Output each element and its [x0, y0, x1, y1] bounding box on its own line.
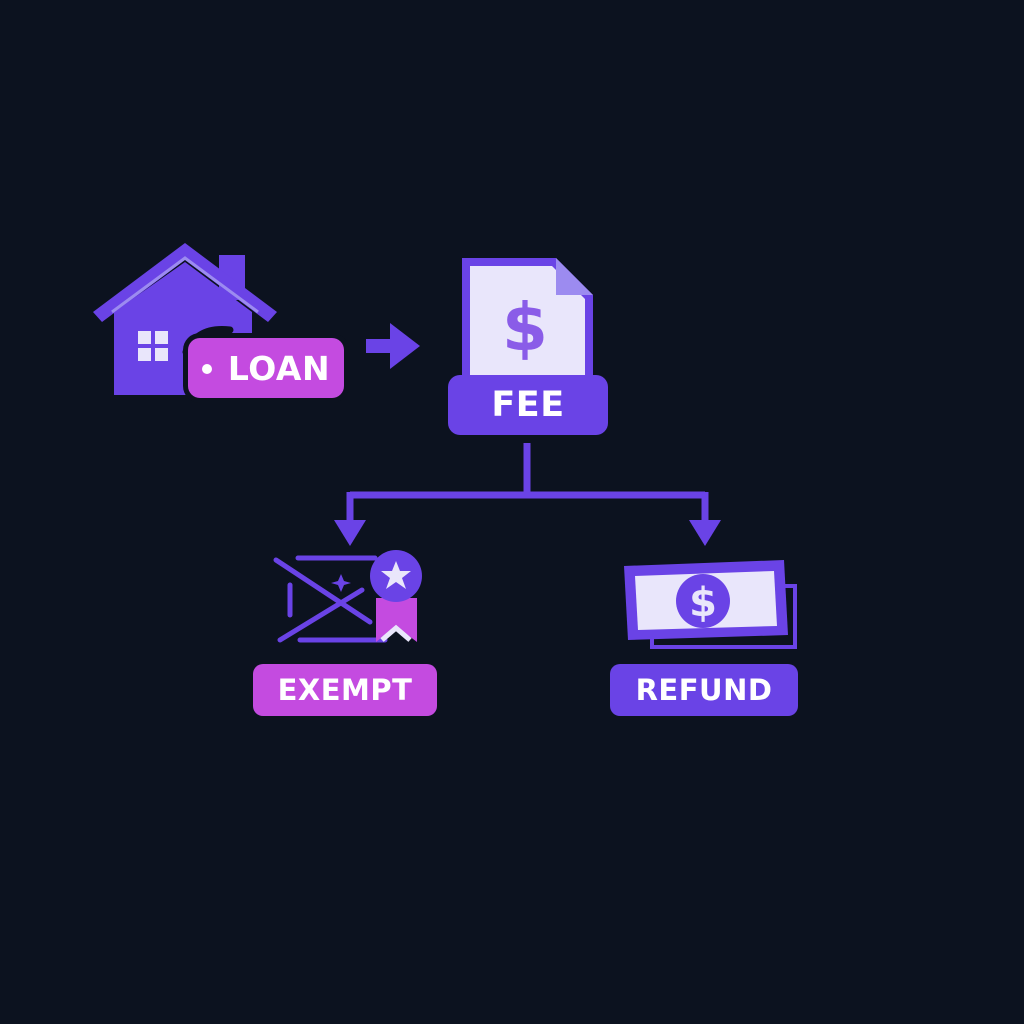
refund-dollar-symbol: $	[689, 580, 717, 626]
cash-bill-icon: $	[624, 560, 797, 649]
fee-label: FEE	[448, 375, 608, 435]
loan-tag-hole-icon	[202, 364, 212, 374]
exempt-label-text: EXEMPT	[277, 673, 413, 707]
loan-label-text: LOAN	[227, 348, 331, 388]
arrow-to-refund	[689, 520, 721, 546]
fee-document-icon: $	[462, 258, 593, 388]
fee-dollar-symbol: $	[502, 289, 548, 366]
refund-label-text: REFUND	[635, 673, 773, 707]
arrow-to-exempt	[334, 520, 366, 546]
branch-connector	[346, 443, 709, 522]
arrow-loan-to-fee	[366, 323, 420, 369]
refund-label: REFUND	[610, 664, 798, 716]
loan-label: LOAN	[188, 338, 344, 398]
exempt-label: EXEMPT	[253, 664, 437, 716]
exempt-certificate-icon	[273, 550, 422, 643]
fee-label-text: FEE	[491, 385, 565, 425]
